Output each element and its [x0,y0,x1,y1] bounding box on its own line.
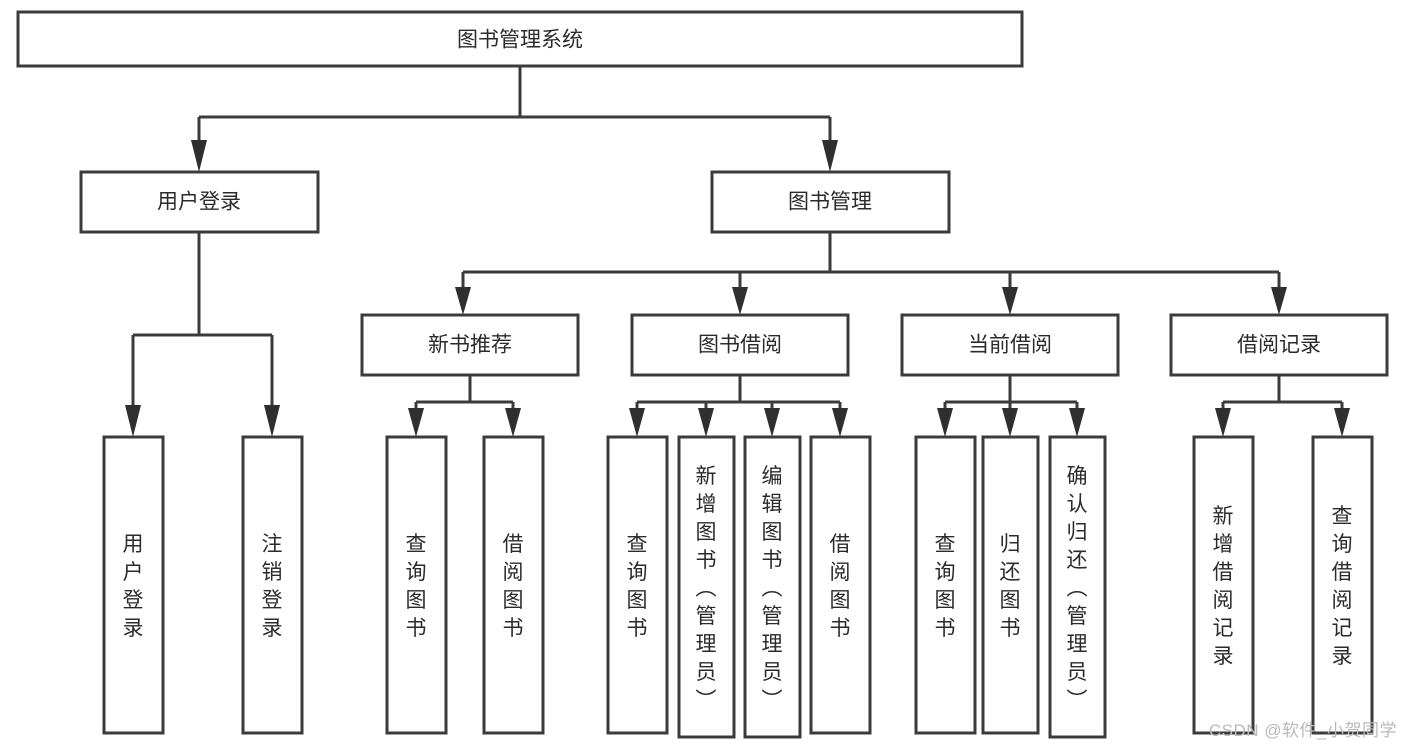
arrow-icon-login [125,405,141,437]
arrow-icon-edit [764,408,780,437]
arrow-icon-addrec [1215,408,1231,437]
node-root[interactable]: 图书管理系统 [16,10,1024,68]
node-leaf-query-book-3[interactable]: 查询图书 [914,435,977,735]
arrow-icon-q1 [408,408,424,437]
arrow-icon-borrow [732,287,748,315]
node-leaf-add-book[interactable]: 新增图书︵管理员︶ [677,435,736,739]
node-leaf-user-login[interactable]: 用户登录 [102,435,165,735]
arrow-icon-confirm [1069,408,1085,437]
node-leaf-user-login-label: 用户登录 [123,533,144,640]
node-leaf-logout-label: 注销登录 [262,533,283,640]
node-leaf-query-record-label: 查询借阅记录 [1332,505,1353,668]
arrow-icon-logout [264,405,280,437]
node-root-label: 图书管理系统 [457,29,583,52]
arrow-icon-b1 [505,408,521,437]
node-leaf-query-book-1[interactable]: 查询图书 [385,435,448,735]
node-leaf-query-record-box[interactable] [1311,435,1374,735]
node-leaf-add-record-box[interactable] [1192,435,1255,735]
node-leaf-borrow-book-1[interactable]: 借阅图书 [482,435,545,735]
node-leaf-logout[interactable]: 注销登录 [241,435,304,735]
node-leaf-borrow-book-2[interactable]: 借阅图书 [809,435,872,735]
node-leaf-confirm-return[interactable]: 确认归还︵管理员︶ [1048,435,1107,739]
node-leaf-query-book-2-box[interactable] [606,435,669,735]
node-book-borrow-box[interactable] [630,313,850,377]
arrow-icon-to-user [191,140,207,172]
arrow-icon-b2 [832,408,848,437]
node-user-login-box[interactable] [79,170,320,234]
node-leaf-confirm-return-label: 确认归还︵管理员︶ [1067,465,1088,712]
arrow-icon-q2 [629,408,645,437]
node-current-borrow-box[interactable] [900,313,1120,377]
node-leaf-add-record[interactable]: 新增借阅记录 [1192,435,1255,735]
node-book-borrow[interactable]: 图书借阅 [630,313,850,377]
node-book-management[interactable]: 图书管理 [710,170,951,234]
node-borrow-record-box[interactable] [1169,313,1389,377]
node-leaf-borrow-book-1-box[interactable] [482,435,545,735]
node-leaf-query-book-3-label: 查询图书 [935,533,956,640]
arrow-icon-return [1002,408,1018,437]
node-leaf-return-book-box[interactable] [981,435,1040,735]
node-leaf-add-record-label: 新增借阅记录 [1213,505,1234,668]
arrow-icon-qrec [1334,408,1350,437]
node-leaf-query-record[interactable]: 查询借阅记录 [1311,435,1374,735]
node-leaf-add-book-label: 新增图书︵管理员︶ [696,465,717,712]
node-leaf-return-book[interactable]: 归还图书 [981,435,1040,735]
node-user-login-label: 用户登录 [157,191,241,214]
node-leaf-edit-book[interactable]: 编辑图书︵管理员︶ [743,435,802,739]
arrow-icon-to-bookmgr [822,140,838,172]
node-current-borrow[interactable]: 当前借阅 [900,313,1120,377]
node-leaf-query-book-2[interactable]: 查询图书 [606,435,669,735]
node-leaf-query-book-1-label: 查询图书 [406,533,427,640]
node-leaf-query-book-3-box[interactable] [914,435,977,735]
node-leaf-add-book-box[interactable] [677,435,736,739]
node-leaf-user-login-box[interactable] [102,435,165,735]
node-leaf-borrow-book-2-box[interactable] [809,435,872,735]
arrow-icon-add [698,408,714,437]
node-user-login[interactable]: 用户登录 [79,170,320,234]
node-new-book-recommend-box[interactable] [360,313,580,377]
node-leaf-borrow-book-1-label: 借阅图书 [503,533,524,640]
node-borrow-record[interactable]: 借阅记录 [1169,313,1389,377]
arrow-icon-record [1271,287,1287,315]
node-leaf-logout-box[interactable] [241,435,304,735]
node-leaf-query-book-2-label: 查询图书 [627,533,648,640]
node-leaf-edit-book-box[interactable] [743,435,802,739]
node-leaf-confirm-return-box[interactable] [1048,435,1107,739]
node-leaf-query-book-1-box[interactable] [385,435,448,735]
node-leaf-borrow-book-2-label: 借阅图书 [830,533,851,640]
arrow-icon-current [1002,287,1018,315]
node-leaf-edit-book-label: 编辑图书︵管理员︶ [762,465,783,712]
arrowhead-layer [125,140,1350,437]
arrow-icon-newrec [455,287,471,315]
node-book-management-label: 图书管理 [788,191,872,214]
node-leaf-return-book-label: 归还图书 [1000,533,1021,640]
node-new-book-recommend[interactable]: 新书推荐 [360,313,580,377]
arrow-icon-q3 [937,408,953,437]
node-new-book-recommend-label: 新书推荐 [428,334,512,357]
node-current-borrow-label: 当前借阅 [968,334,1052,357]
node-root-box[interactable] [16,10,1024,68]
node-book-borrow-label: 图书借阅 [698,334,782,357]
node-book-management-box[interactable] [710,170,951,234]
node-borrow-record-label: 借阅记录 [1237,334,1321,357]
